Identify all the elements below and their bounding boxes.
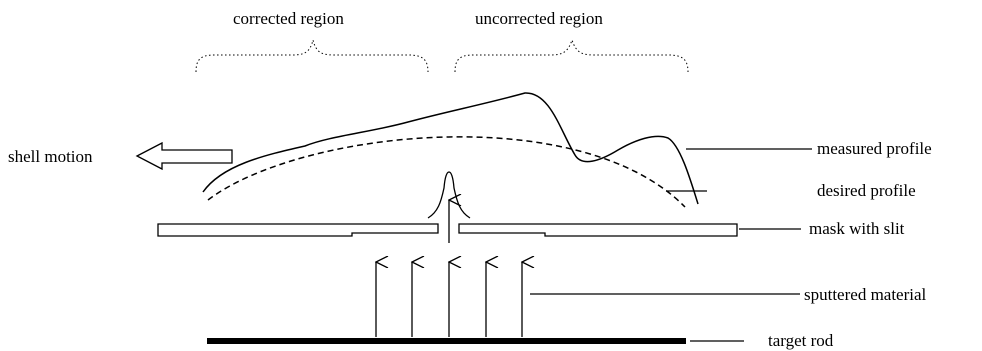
target-rod [207,338,686,344]
target-rod-label: target rod [768,331,834,350]
shell-motion-arrow [135,141,233,171]
mask-right-plate [458,223,738,237]
measured-profile-label: measured profile [817,139,932,158]
measured-profile-curve [202,92,699,205]
corrected-region-brace [195,39,429,73]
corrected-region-label: corrected region [233,9,344,28]
sputtered-material-label: sputtered material [804,285,927,304]
uncorrected-region-label: uncorrected region [475,9,603,28]
desired-profile-curve [207,136,686,208]
desired-profile-label: desired profile [817,181,916,200]
mask-left-plate [157,223,439,237]
shell-motion-label: shell motion [8,147,93,166]
mask-with-slit-label: mask with slit [809,219,905,238]
uncorrected-region-brace [454,38,689,73]
